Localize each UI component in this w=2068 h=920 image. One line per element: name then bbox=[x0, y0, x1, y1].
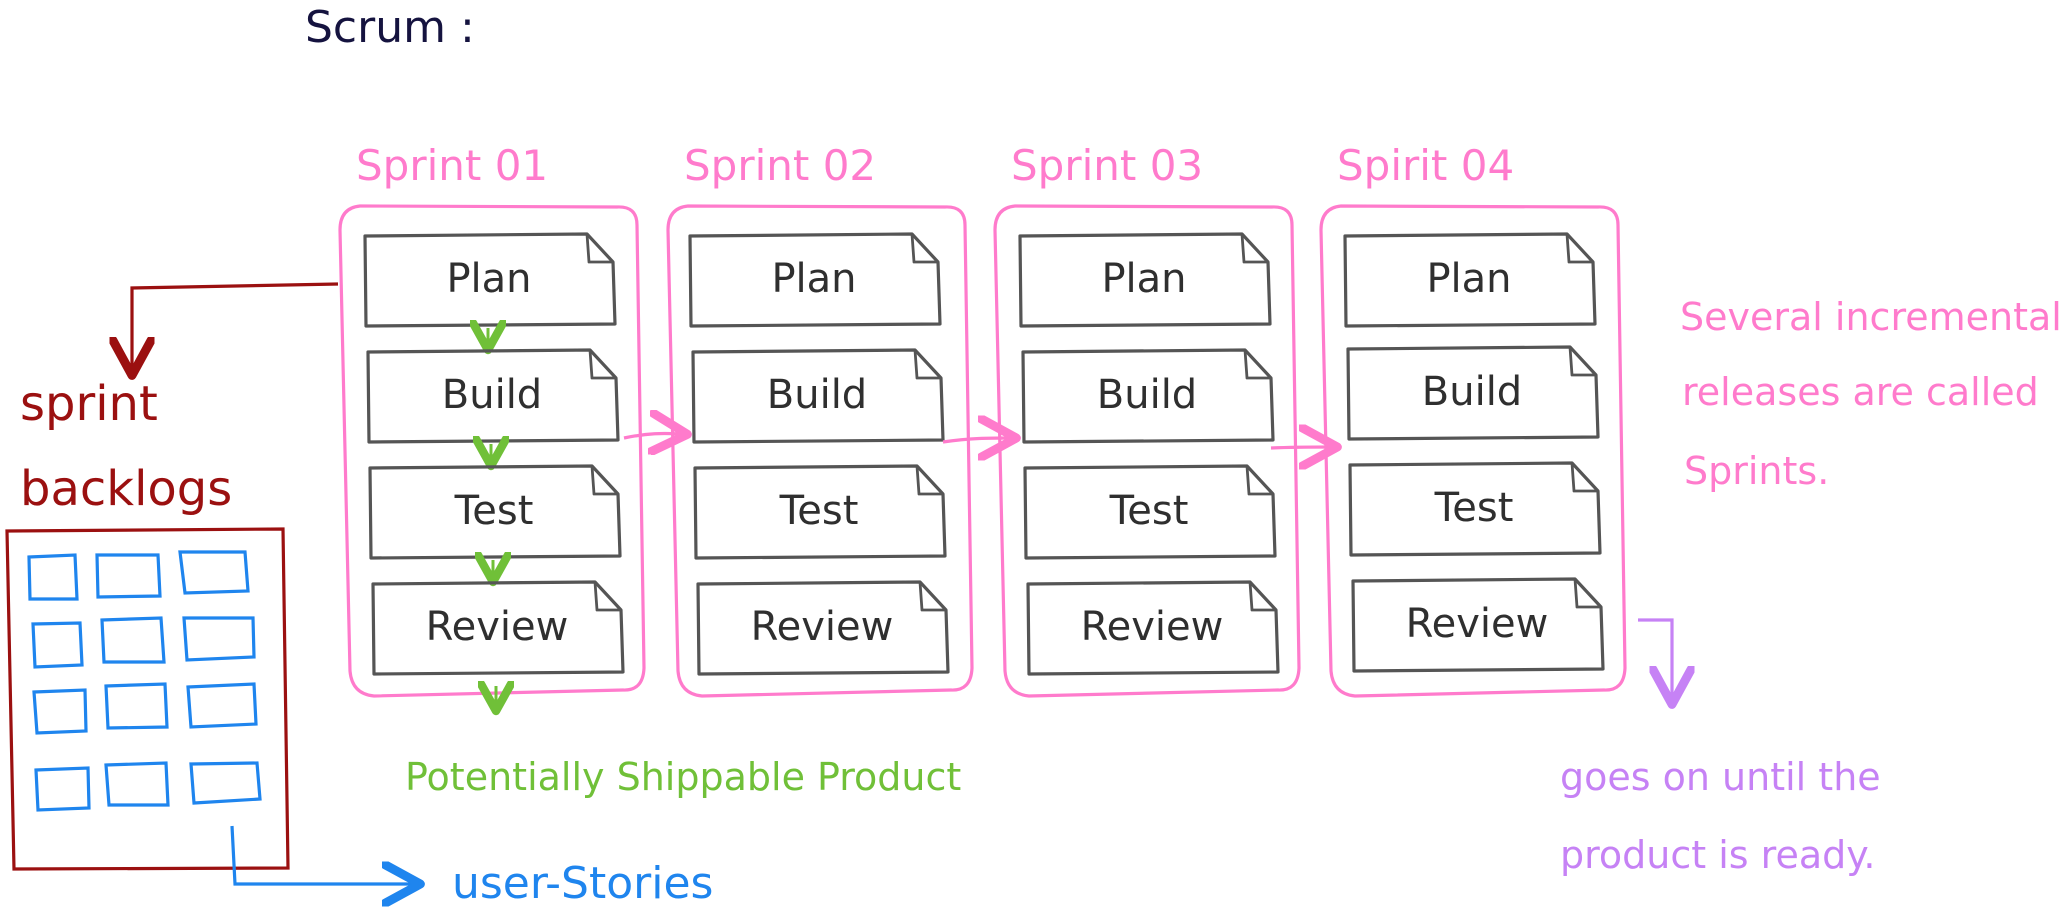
backlog-card bbox=[182, 616, 256, 662]
step-card bbox=[688, 232, 942, 328]
backlog-card bbox=[27, 553, 79, 601]
step-card bbox=[691, 348, 945, 444]
step-card bbox=[1018, 232, 1272, 328]
sprint-title: Sprint 01 bbox=[356, 141, 548, 190]
step-label: Build bbox=[1097, 372, 1197, 418]
sprint-title: Spirit 04 bbox=[1337, 141, 1514, 190]
backlog-card bbox=[104, 761, 170, 807]
sprint-frame bbox=[993, 204, 1301, 698]
step-card bbox=[1021, 348, 1275, 444]
folded-corner-icon bbox=[1573, 578, 1601, 609]
incremental-line-2: releases are called bbox=[1682, 370, 2039, 414]
backlog-connector bbox=[132, 282, 339, 369]
step-label: Test bbox=[454, 488, 534, 534]
step-label: Test bbox=[1434, 485, 1514, 531]
backlog-card bbox=[100, 616, 166, 664]
sprint-arrow-1 bbox=[623, 433, 681, 438]
sprint-arrow-2 bbox=[942, 438, 1010, 442]
folded-corner-icon bbox=[1570, 462, 1598, 493]
folded-corner-icon bbox=[593, 581, 621, 612]
step-label: Review bbox=[1406, 601, 1549, 647]
ready-line-2: product is ready. bbox=[1560, 833, 1875, 877]
step-label: Build bbox=[1422, 369, 1522, 415]
backlog-cards-grid bbox=[27, 550, 262, 812]
user-stories-label: user-Stories bbox=[452, 858, 713, 909]
step-label: Review bbox=[751, 604, 894, 650]
folded-corner-icon bbox=[915, 465, 943, 496]
sprint-backlogs: sprint backlogs bbox=[5, 376, 290, 871]
user-stories-arrow bbox=[230, 825, 414, 884]
backlog-card bbox=[186, 682, 258, 729]
folded-corner-icon bbox=[588, 349, 616, 380]
step-card bbox=[368, 464, 622, 560]
step-card bbox=[696, 580, 950, 676]
backlog-card bbox=[32, 688, 88, 735]
backlog-card bbox=[95, 553, 162, 599]
step-label: Build bbox=[767, 372, 867, 418]
step-card bbox=[371, 580, 625, 676]
page-title: Scrum : bbox=[305, 2, 475, 53]
backlog-card bbox=[104, 682, 169, 730]
folded-corner-icon bbox=[1243, 349, 1271, 380]
backlog-title-line-1: sprint bbox=[20, 376, 158, 432]
red-connector-path bbox=[132, 282, 339, 369]
step-label: Plan bbox=[446, 256, 531, 302]
folded-corner-icon bbox=[918, 581, 946, 612]
user-stories-connector: user-Stories bbox=[230, 825, 713, 909]
folded-corner-icon bbox=[1245, 465, 1273, 496]
sprint-frame bbox=[1319, 204, 1627, 698]
backlog-card bbox=[34, 766, 91, 812]
incremental-line-3: Sprints. bbox=[1684, 449, 1829, 493]
sprint-frame bbox=[666, 204, 974, 698]
folded-corner-icon bbox=[1240, 233, 1268, 264]
folded-corner-icon bbox=[1565, 233, 1593, 264]
step-card bbox=[363, 232, 617, 328]
step-label: Test bbox=[779, 488, 859, 534]
incremental-note: Several incremental releases are called … bbox=[1680, 295, 2062, 493]
incremental-line-1: Several incremental bbox=[1680, 295, 2062, 339]
backlog-card bbox=[189, 761, 262, 805]
folded-corner-icon bbox=[590, 465, 618, 496]
ready-arrow bbox=[1638, 618, 1672, 698]
sprint-flow-arrows bbox=[623, 433, 1331, 448]
folded-corner-icon bbox=[1568, 346, 1596, 377]
folded-corner-icon bbox=[910, 233, 938, 264]
backlog-title-line-2: backlogs bbox=[20, 461, 232, 517]
step-label: Plan bbox=[1101, 256, 1186, 302]
step-label: Build bbox=[442, 372, 542, 418]
backlog-board bbox=[5, 527, 290, 871]
step-card bbox=[1346, 345, 1600, 441]
step-card bbox=[1348, 461, 1602, 557]
product-label: Potentially Shippable Product bbox=[405, 755, 961, 799]
step-label: Test bbox=[1109, 488, 1189, 534]
folded-corner-icon bbox=[1248, 581, 1276, 612]
step-card bbox=[1026, 580, 1280, 676]
step-card bbox=[693, 464, 947, 560]
backlog-card bbox=[31, 621, 84, 669]
step-label: Plan bbox=[1426, 256, 1511, 302]
step-card bbox=[366, 348, 620, 444]
folded-corner-icon bbox=[585, 233, 613, 264]
step-card bbox=[1023, 464, 1277, 560]
step-card bbox=[1351, 577, 1605, 673]
step-card bbox=[1343, 232, 1597, 328]
step-label: Review bbox=[426, 604, 569, 650]
ready-note: goes on until the product is ready. bbox=[1560, 618, 1881, 877]
sprint-title: Sprint 03 bbox=[1011, 141, 1203, 190]
folded-corner-icon bbox=[913, 349, 941, 380]
step-label: Plan bbox=[771, 256, 856, 302]
backlog-card bbox=[178, 550, 250, 595]
ready-line-1: goes on until the bbox=[1560, 755, 1881, 799]
sprint-arrow-3 bbox=[1270, 447, 1331, 448]
sprint-frame bbox=[338, 204, 646, 698]
sprint-title: Sprint 02 bbox=[684, 141, 876, 190]
step-label: Review bbox=[1081, 604, 1224, 650]
